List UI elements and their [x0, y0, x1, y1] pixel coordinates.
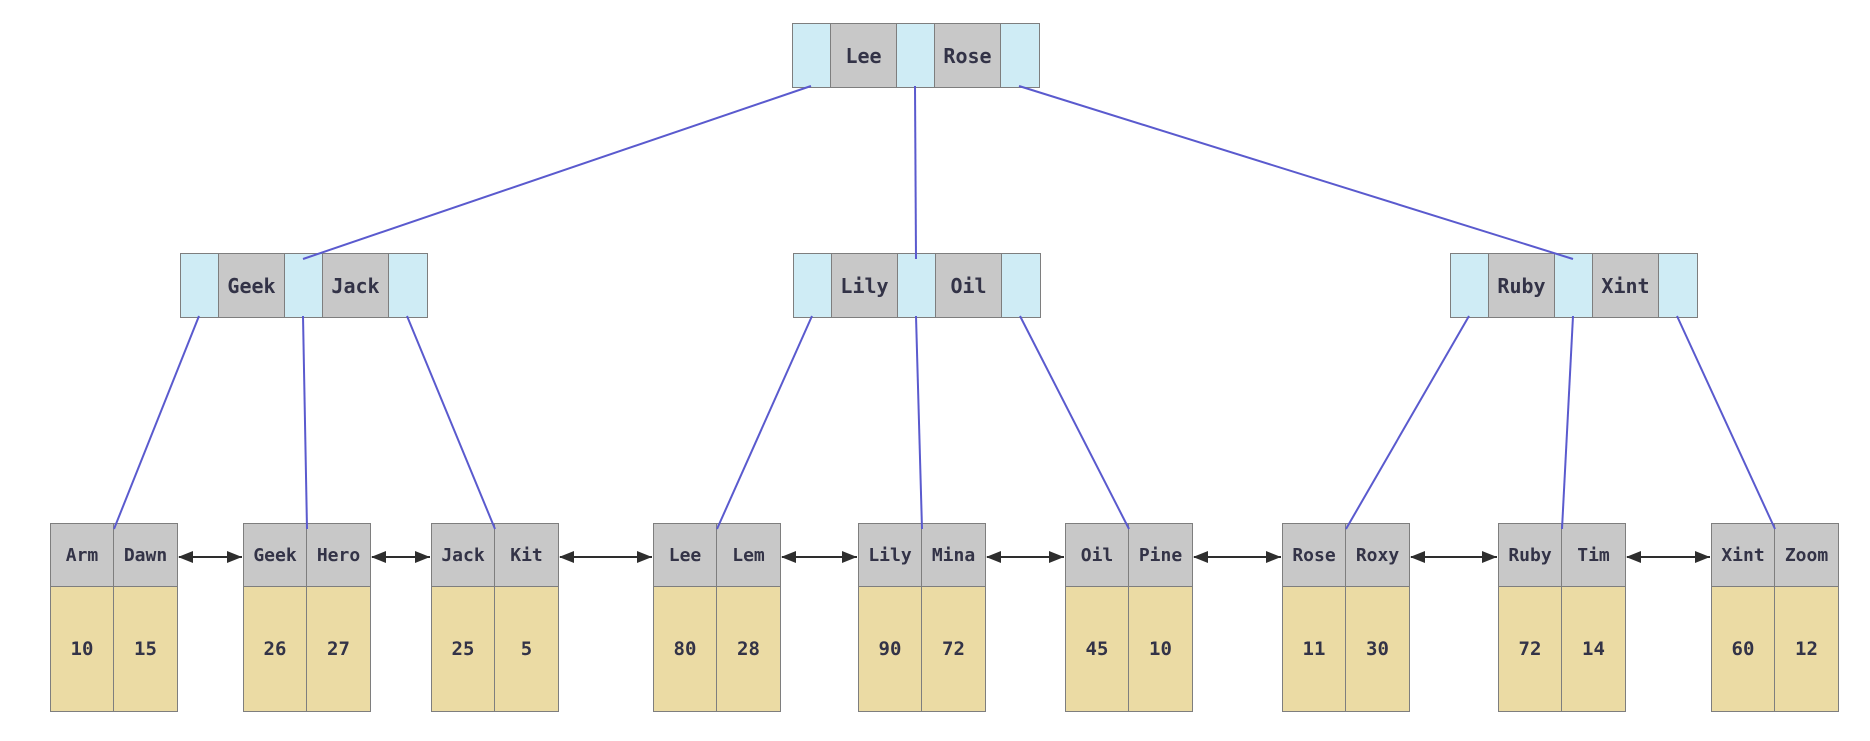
edge-root-to-internal-1: [302, 85, 812, 260]
edge-internal3-to-leaf8: [1561, 315, 1574, 530]
leaf-node-ruby-tim: Ruby Tim 72 14: [1498, 523, 1626, 712]
leaf-node-oil-pine: Oil Pine 45 10: [1065, 523, 1193, 712]
root-key-cell: Lee: [831, 24, 897, 87]
leaf-key-cell: Lily: [859, 524, 922, 587]
leaf-value-cell: 90: [859, 587, 922, 711]
leaf-key-cell: Pine: [1129, 524, 1192, 587]
leaf-node-lily-mina: Lily Mina 90 72: [858, 523, 986, 712]
leaf-value-cell: 80: [654, 587, 717, 711]
leaf-key-cell: Kit: [495, 524, 558, 587]
pointer-cell: [1451, 254, 1489, 317]
pointer-cell: [1659, 254, 1697, 317]
leaf-key-cell: Jack: [432, 524, 495, 587]
leaf-value-cell: 10: [51, 587, 114, 711]
pointer-cell: [1001, 24, 1039, 87]
edge-internal3-to-leaf7: [1345, 315, 1470, 530]
leaf-key-cell: Ruby: [1499, 524, 1562, 587]
internal-key-cell: Ruby: [1489, 254, 1555, 317]
pointer-cell: [285, 254, 323, 317]
leaf-key-cell: Tim: [1562, 524, 1625, 587]
internal-node-ruby-xint: Ruby Xint: [1450, 253, 1698, 318]
edge-internal2-to-leaf4: [716, 315, 813, 530]
leaf-value-cell: 14: [1562, 587, 1625, 711]
leaf-key-cell: Hero: [307, 524, 370, 587]
pointer-cell: [793, 24, 831, 87]
edge-internal1-to-leaf1: [113, 315, 200, 530]
edge-internal1-to-leaf2: [302, 315, 308, 530]
leaf-value-cell: 15: [114, 587, 177, 711]
internal-key-cell: Jack: [323, 254, 389, 317]
edge-root-to-internal-3: [1018, 85, 1574, 260]
leaf-key-cell: Dawn: [114, 524, 177, 587]
leaf-key-cell: Lee: [654, 524, 717, 587]
root-key-cell: Rose: [935, 24, 1001, 87]
leaf-value-cell: 26: [244, 587, 307, 711]
leaf-node-rose-roxy: Rose Roxy 11 30: [1282, 523, 1410, 712]
leaf-value-cell: 72: [1499, 587, 1562, 711]
leaf-key-cell: Geek: [244, 524, 307, 587]
pointer-cell: [181, 254, 219, 317]
internal-key-cell: Xint: [1593, 254, 1659, 317]
leaf-value-cell: 27: [307, 587, 370, 711]
leaf-key-cell: Xint: [1712, 524, 1775, 587]
pointer-cell: [898, 254, 936, 317]
leaf-node-xint-zoom: Xint Zoom 60 12: [1711, 523, 1839, 712]
leaf-key-cell: Roxy: [1346, 524, 1409, 587]
leaf-key-cell: Arm: [51, 524, 114, 587]
leaf-value-cell: 10: [1129, 587, 1192, 711]
root-node: Lee Rose: [792, 23, 1040, 88]
leaf-value-cell: 5: [495, 587, 558, 711]
leaf-node-lee-lem: Lee Lem 80 28: [653, 523, 781, 712]
edge-root-to-internal-2: [914, 85, 917, 260]
edge-internal3-to-leaf9: [1676, 315, 1776, 530]
leaf-key-cell: Zoom: [1775, 524, 1838, 587]
leaf-value-cell: 30: [1346, 587, 1409, 711]
leaf-key-cell: Oil: [1066, 524, 1129, 587]
leaf-value-cell: 28: [717, 587, 780, 711]
edge-internal2-to-leaf5: [915, 315, 923, 530]
leaf-value-cell: 72: [922, 587, 985, 711]
internal-node-geek-jack: Geek Jack: [180, 253, 428, 318]
leaf-key-cell: Mina: [922, 524, 985, 587]
pointer-cell: [389, 254, 427, 317]
pointer-cell: [1555, 254, 1593, 317]
leaf-node-jack-kit: Jack Kit 25 5: [431, 523, 559, 712]
leaf-value-cell: 12: [1775, 587, 1838, 711]
edge-internal1-to-leaf3: [406, 315, 496, 530]
internal-key-cell: Geek: [219, 254, 285, 317]
pointer-cell: [1002, 254, 1040, 317]
leaf-node-arm-dawn: Arm Dawn 10 15: [50, 523, 178, 712]
leaf-value-cell: 60: [1712, 587, 1775, 711]
pointer-cell: [794, 254, 832, 317]
internal-key-cell: Lily: [832, 254, 898, 317]
edge-internal2-to-leaf6: [1019, 315, 1130, 530]
leaf-value-cell: 11: [1283, 587, 1346, 711]
leaf-key-cell: Rose: [1283, 524, 1346, 587]
pointer-cell: [897, 24, 935, 87]
leaf-value-cell: 25: [432, 587, 495, 711]
leaf-node-geek-hero: Geek Hero 26 27: [243, 523, 371, 712]
internal-node-lily-oil: Lily Oil: [793, 253, 1041, 318]
leaf-value-cell: 45: [1066, 587, 1129, 711]
internal-key-cell: Oil: [936, 254, 1002, 317]
leaf-key-cell: Lem: [717, 524, 780, 587]
